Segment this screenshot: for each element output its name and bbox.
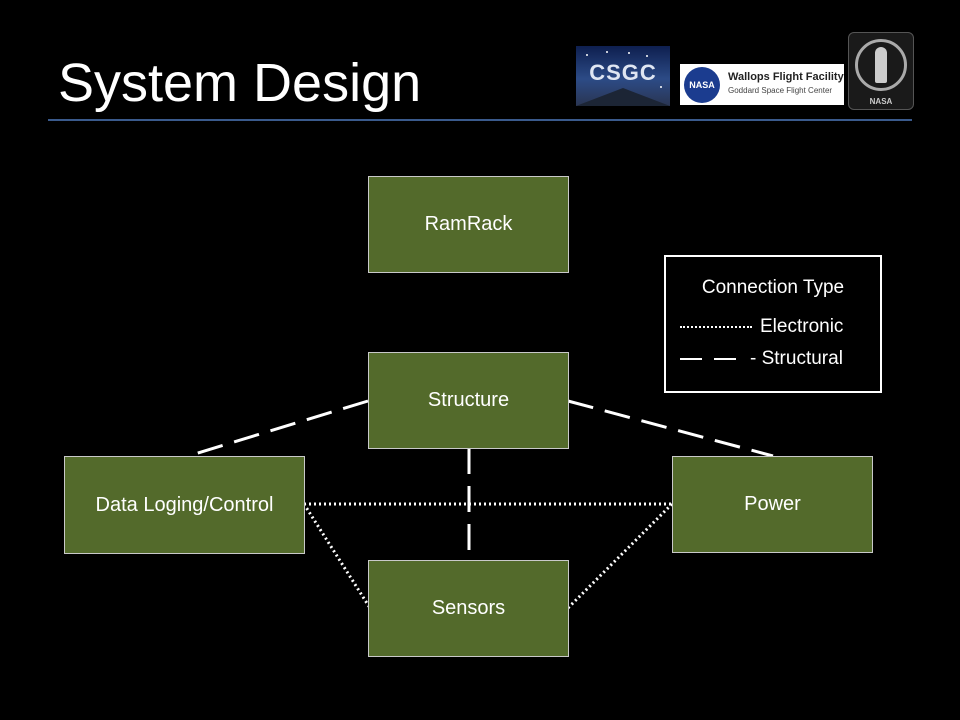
edge-structure-data: [187, 399, 369, 458]
flame-icon: [875, 47, 887, 83]
nasa-meatball-icon: NASA: [684, 67, 720, 103]
node-data-logging-control: Data Loging/Control: [64, 456, 305, 554]
connection-legend: Connection Type Electronic - Structural: [664, 255, 882, 393]
dotted-line-icon: [680, 326, 752, 328]
legend-title: Connection Type: [701, 277, 845, 298]
college-nasa-logo-label: NASA: [869, 97, 893, 106]
legend-row-structural: - Structural: [680, 347, 870, 371]
legend-row-electronic: Electronic: [680, 315, 870, 339]
edge-structure-power: [567, 399, 774, 458]
node-ramrack: RamRack: [368, 176, 569, 273]
wallops-logo: NASA Wallops Flight Facility Goddard Spa…: [680, 64, 844, 105]
legend-electronic-label: Electronic: [760, 316, 844, 337]
node-power: Power: [672, 456, 873, 553]
college-nasa-logo: NASA: [848, 32, 914, 110]
node-sensors: Sensors: [368, 560, 569, 657]
wallops-logo-title: Wallops Flight Facility: [728, 71, 844, 83]
edge-data-sensors: [302, 503, 372, 609]
legend-structural-label: - Structural: [750, 348, 843, 369]
title-underline: [48, 119, 912, 121]
csgc-logo: CSGC: [576, 46, 670, 106]
dashed-line-icon: [680, 358, 744, 360]
seal-ring-icon: [855, 39, 907, 91]
slide-title: System Design: [58, 53, 422, 113]
edge-power-sensors: [566, 502, 674, 610]
node-structure: Structure: [368, 352, 569, 449]
csgc-logo-text: CSGC: [589, 60, 657, 85]
wallops-logo-subtitle: Goddard Space Flight Center: [728, 86, 833, 95]
